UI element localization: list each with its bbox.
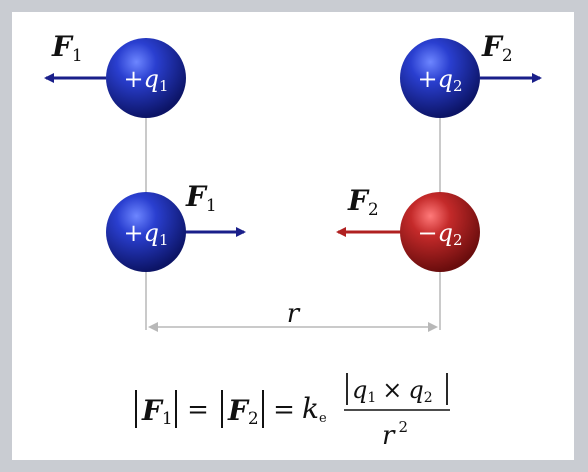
numerator: q1×q2 (352, 376, 433, 406)
equals-sign: = (187, 395, 209, 425)
force-label-f1-top: F1 (51, 30, 83, 66)
distance-label: r (287, 299, 301, 329)
equation-f2: F2 (227, 394, 259, 429)
charge-ball-q1-bottom (106, 192, 186, 272)
charge-ball-q1-top (106, 38, 186, 118)
charge-label-q2-top: +q2 (417, 65, 462, 95)
force-label-f2-bottom: F2 (347, 184, 379, 220)
figure-panel (12, 12, 574, 460)
coulomb-constant: ke (302, 392, 327, 426)
charge-ball-q2-top (400, 38, 480, 118)
equals-sign: = (273, 395, 295, 425)
charge-label-q1-bottom: +q1 (123, 219, 168, 249)
force-label-f1-bottom: F1 (185, 180, 217, 216)
force-label-f2-top: F2 (481, 30, 513, 66)
charge-ball-q2-bottom (400, 192, 480, 272)
charge-label-q2-bottom: −q2 (417, 219, 462, 249)
distance-arrow-left-head (148, 322, 158, 332)
equation-f1: F1 (141, 394, 173, 429)
charge-label-q1-top: +q1 (123, 65, 168, 95)
distance-arrow-right-head (428, 322, 438, 332)
